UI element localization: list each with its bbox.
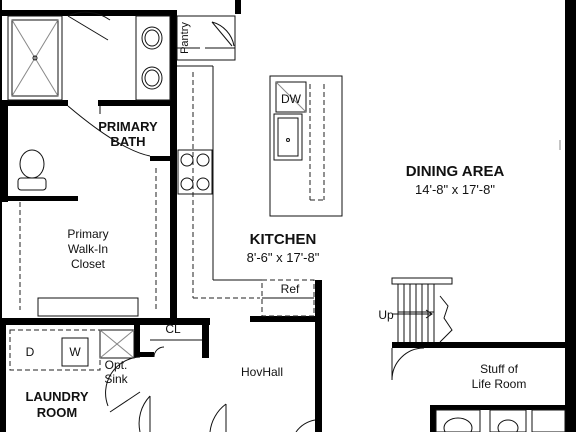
stuff-of-life-label-2: Life Room bbox=[472, 377, 527, 391]
optional-sink-label-1: Opt. bbox=[105, 358, 128, 372]
hall-doors bbox=[138, 395, 316, 432]
kitchen-name: KITCHEN bbox=[250, 231, 317, 248]
closet-shelving bbox=[19, 168, 157, 317]
shower bbox=[7, 15, 63, 101]
stairs-up-label: Up bbox=[378, 308, 394, 322]
walk-in-closet-label-2: Walk-In bbox=[68, 242, 108, 256]
dryer-label: D bbox=[26, 345, 35, 359]
kitchen-island bbox=[269, 75, 343, 217]
double-vanity bbox=[135, 15, 171, 101]
walk-in-closet-label-1: Primary bbox=[67, 227, 108, 241]
cl-closet bbox=[150, 339, 202, 358]
dining-area-size: 14'-8" x 17'-8" bbox=[415, 182, 495, 197]
pantry bbox=[176, 15, 236, 61]
stuff-of-life-label-1: Stuff of bbox=[480, 362, 518, 376]
bath-door bbox=[67, 11, 111, 41]
tub-edge bbox=[67, 105, 151, 157]
hovhall-label: HovHall bbox=[241, 365, 283, 379]
kitchen-size: 8'-6" x 17'-8" bbox=[247, 250, 320, 265]
walk-in-closet-label-3: Closet bbox=[71, 257, 106, 271]
cooktop bbox=[177, 149, 213, 195]
dining-area-name: DINING AREA bbox=[406, 163, 505, 180]
stairs bbox=[391, 277, 453, 343]
laundry-room-label-1: LAUNDRY bbox=[25, 389, 88, 404]
laundry-door bbox=[105, 356, 141, 413]
dishwasher-label: DW bbox=[281, 92, 302, 106]
laundry-appliances bbox=[9, 329, 135, 371]
primary-bath-label-2: BATH bbox=[110, 134, 145, 149]
washer-label: W bbox=[69, 345, 81, 359]
stuff-of-life-door bbox=[391, 347, 425, 381]
lower-bath-fixtures bbox=[435, 409, 566, 432]
refrigerator-label: Ref bbox=[281, 282, 300, 296]
refrigerator bbox=[261, 279, 315, 317]
closet-label: CL bbox=[165, 322, 181, 336]
pantry-label: Pantry bbox=[179, 22, 191, 54]
primary-bath-label-1: PRIMARY bbox=[98, 119, 158, 134]
laundry-room-label-2: ROOM bbox=[37, 405, 77, 420]
toilet bbox=[17, 149, 47, 191]
